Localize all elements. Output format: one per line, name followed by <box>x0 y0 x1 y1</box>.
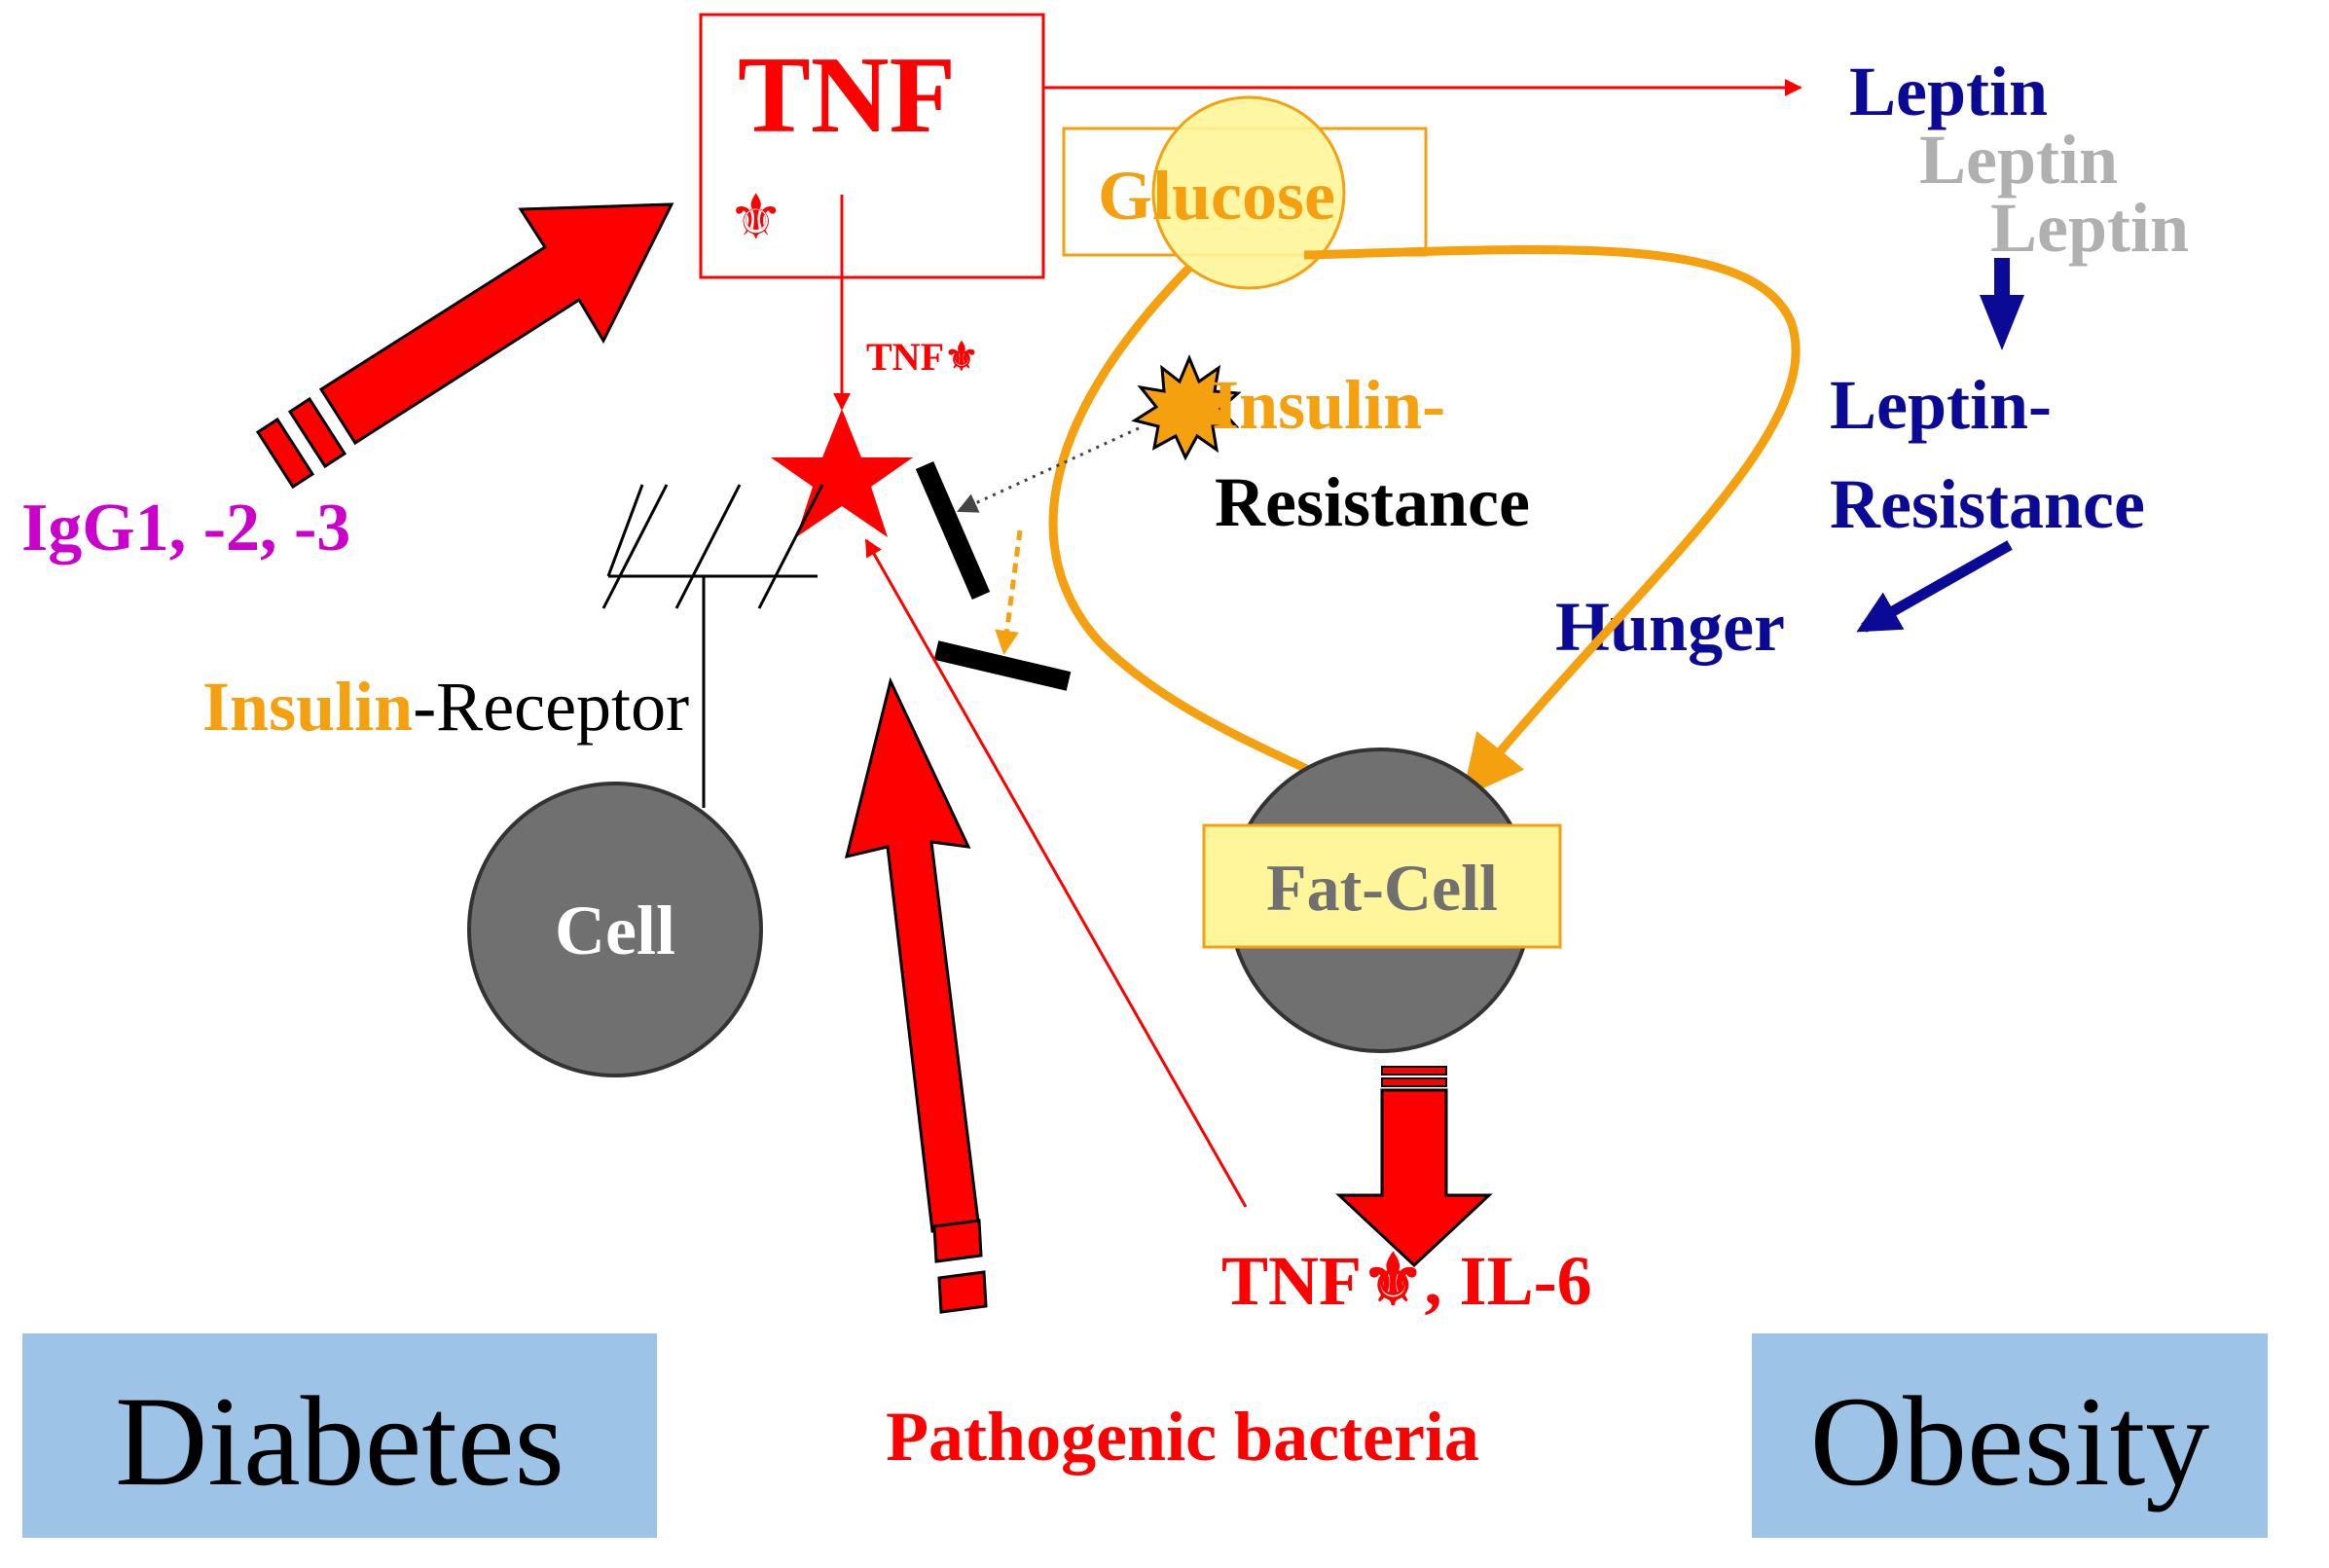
leptin-label-3: Leptin <box>1990 189 2189 267</box>
leptin-label-2: Leptin <box>1919 121 2118 199</box>
glucose-circle <box>1151 95 1346 290</box>
pathogenic-bacteria-label: Pathogenic bacteria <box>886 1398 1479 1476</box>
fat-cell-label: Fat-Cell <box>1266 851 1498 925</box>
cell-label: Cell <box>555 892 675 969</box>
fat-cell-box <box>1202 823 1562 949</box>
insulin-receptor-label: Insulin-Receptor <box>202 668 689 746</box>
inhibition-bar-upper <box>915 461 991 600</box>
glucose-label: Glucose <box>1098 157 1335 235</box>
leptin-label-1: Leptin <box>1849 53 2048 130</box>
leptin-resistance-line1: Leptin- <box>1830 366 2052 444</box>
tnf-arrow-label: TNF⚜ <box>866 335 979 379</box>
insulin-receptor-receptor: -Receptor <box>413 668 689 746</box>
insulin-resistance-line1: Insulin- <box>1212 366 1445 444</box>
resistance-to-hunger-arrow <box>1856 540 2013 633</box>
tnf-symbol: ⚜ <box>728 182 783 254</box>
orange-dashed-arrow <box>995 529 1023 655</box>
leptin-down-arrow <box>1980 258 2024 350</box>
antenna-receptor-icon <box>601 484 824 808</box>
igg-to-tnf-big-arrow <box>255 202 674 490</box>
obesity-box <box>1752 1333 2268 1538</box>
cell-circle <box>467 782 763 1077</box>
glucose-to-fatcell-right-arrow <box>1303 245 1801 798</box>
tnf-title: TNF <box>738 35 956 156</box>
bacteria-up-arrow <box>844 676 988 1314</box>
inhibition-bar-lower <box>933 640 1072 691</box>
insulin-resistance-dotted-arrow <box>957 426 1140 513</box>
diabetes-label: Diabetes <box>115 1369 564 1513</box>
explosion-icon <box>1131 354 1242 461</box>
tnf-star-icon <box>771 409 913 537</box>
obesity-label: Obesity <box>1810 1369 2210 1513</box>
cytokines-label: TNF⚜, IL-6 <box>1221 1242 1592 1320</box>
cytokines-to-receptor-arrow <box>864 538 1248 1208</box>
hunger-label: Hunger <box>1555 588 1785 666</box>
fatcell-down-arrow <box>1335 1066 1493 1268</box>
leptin-resistance-line2: Resistance <box>1830 465 2145 543</box>
insulin-resistance-line2: Resistance <box>1215 463 1530 541</box>
glucose-to-fatcell-left-arrow <box>1048 264 1389 809</box>
antibodies-label: IgG1, -2, -3 <box>21 491 350 565</box>
diabetes-box <box>22 1333 657 1538</box>
insulin-receptor-insulin: Insulin <box>202 668 413 746</box>
tnf-box <box>699 13 1045 279</box>
